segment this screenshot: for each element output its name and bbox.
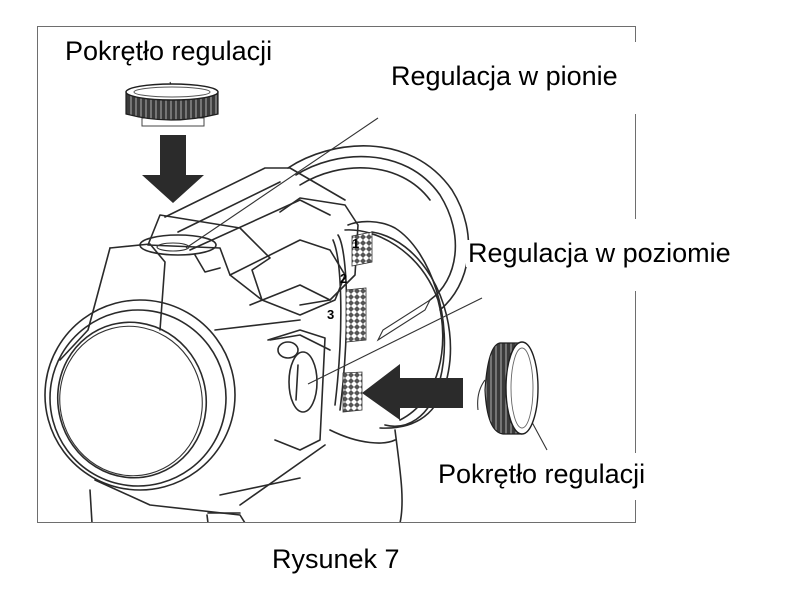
label-top-knob: Pokrętło regulacji bbox=[63, 36, 275, 66]
objective-lens bbox=[44, 299, 236, 491]
down-arrow-icon bbox=[142, 135, 204, 203]
frame-gap-elevation bbox=[633, 42, 639, 114]
dial-number-3: 3 bbox=[327, 307, 334, 322]
leader-windage bbox=[307, 297, 483, 385]
figure-caption: Rysunek 7 bbox=[272, 544, 400, 574]
sight-mount bbox=[89, 429, 403, 522]
label-elevation: Regulacja w pionie bbox=[389, 61, 620, 91]
battery-cap bbox=[267, 329, 326, 451]
label-side-knob: Pokrętło regulacji bbox=[436, 459, 648, 489]
label-windage: Regulacja w poziomie bbox=[466, 238, 733, 268]
side-adjustment-knob bbox=[477, 341, 539, 435]
left-arrow-icon bbox=[362, 364, 463, 420]
dial-number-1: 1 bbox=[352, 236, 359, 251]
rear-lens-housing bbox=[287, 145, 470, 311]
dial-number-2: 2 bbox=[340, 271, 347, 286]
top-adjustment-knob bbox=[125, 83, 219, 127]
leader-elevation bbox=[185, 117, 379, 249]
sight-body bbox=[59, 167, 359, 361]
